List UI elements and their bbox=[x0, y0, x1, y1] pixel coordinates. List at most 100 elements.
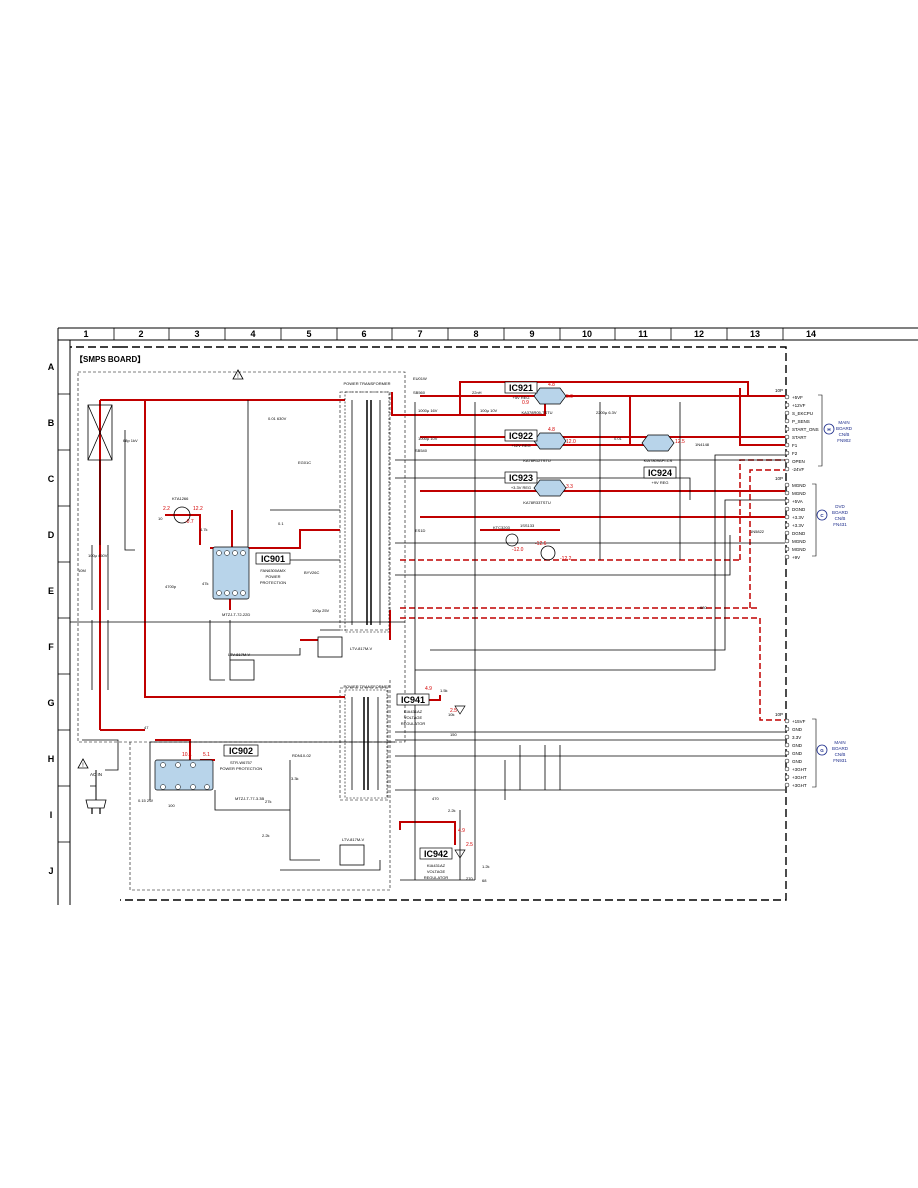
component-label: 47 bbox=[144, 725, 149, 730]
transistor-icon bbox=[173, 506, 191, 524]
row-label: C bbox=[48, 474, 55, 484]
voltage-mark: -0.7 bbox=[185, 519, 194, 525]
component-label: 100µ 25V bbox=[312, 608, 330, 613]
column-label: 3 bbox=[194, 329, 199, 339]
ic921-tag-box bbox=[504, 381, 538, 394]
connector-pin-label: 10P bbox=[775, 388, 783, 393]
voltage-mark: 3.3 bbox=[566, 484, 573, 490]
ic901-desc: PROTECTION bbox=[260, 580, 286, 585]
connector-pin-label: +15VF bbox=[792, 719, 806, 724]
voltage-mark: -12.2 bbox=[560, 556, 572, 562]
row-label: H bbox=[48, 754, 55, 764]
component-label: 47k bbox=[202, 581, 208, 586]
ic923-chip bbox=[533, 479, 567, 497]
connector-pins bbox=[784, 394, 790, 788]
connector-pin-label: +3GHT bbox=[792, 783, 807, 788]
row-label: B bbox=[48, 418, 55, 428]
connector-pin-label: +12VF bbox=[792, 403, 806, 408]
warning-icon: ! bbox=[77, 758, 89, 769]
component-label: 470 bbox=[432, 796, 439, 801]
zener-icon bbox=[454, 705, 466, 715]
connector-pin-label: START_ONS bbox=[792, 427, 819, 432]
board-ref-letter: C bbox=[820, 513, 824, 518]
ic901-tag-box bbox=[255, 552, 291, 565]
component-label: RDN10-02 bbox=[292, 753, 312, 758]
grid-frame bbox=[57, 327, 918, 905]
ic922-chip bbox=[533, 432, 567, 450]
row-label: E bbox=[48, 586, 54, 596]
connector-pin-label: DGND bbox=[792, 531, 806, 536]
column-label: 8 bbox=[473, 329, 478, 339]
column-label: 4 bbox=[250, 329, 255, 339]
board-ref-letter: G bbox=[820, 748, 824, 753]
voltage-mark: -12.6 bbox=[535, 541, 547, 547]
optocoupler-label: LTV-817M-V bbox=[350, 646, 372, 651]
row-label: D bbox=[48, 530, 55, 540]
optocoupler-1: LTV-817M-V bbox=[317, 636, 372, 658]
component-label: 22nH bbox=[472, 390, 482, 395]
ic924-desc: +9V REG bbox=[651, 480, 668, 485]
dest-board-label: BOARD bbox=[832, 510, 849, 515]
transistor-icon bbox=[540, 545, 556, 561]
connector-pin-label: MGND bbox=[792, 539, 806, 544]
ic923-part: KA78R33TSTU bbox=[523, 500, 551, 505]
component-label: 0.15 2W bbox=[138, 798, 153, 803]
component-label: 2.2k bbox=[262, 833, 270, 838]
column-label: 13 bbox=[750, 329, 760, 339]
dest-board-label: BOARD bbox=[832, 746, 849, 751]
ic923-tag-box bbox=[504, 471, 538, 484]
column-label: 9 bbox=[529, 329, 534, 339]
dest-board-label: FN902 bbox=[837, 438, 851, 443]
connector-pin-label: GND bbox=[792, 743, 803, 748]
ic924-part: KIA7809API-CS bbox=[644, 458, 673, 463]
connector-pin-label: +3GHT bbox=[792, 775, 807, 780]
connector-pin-label: -24VF bbox=[792, 467, 805, 472]
component-label: 10k bbox=[448, 712, 454, 717]
connector-pin-label: +3.3V bbox=[792, 523, 804, 528]
voltage-mark: 12.2 bbox=[193, 506, 203, 512]
power-transformer-2: POWER TRANSFORMER bbox=[343, 684, 391, 799]
voltage-mark: 12.5 bbox=[675, 439, 685, 445]
board-ref-marker bbox=[816, 509, 828, 521]
connector-pin-label: GND bbox=[792, 751, 803, 756]
connector-pin-label: +3GHT bbox=[792, 767, 807, 772]
component-label: 0.1 bbox=[278, 521, 284, 526]
optocoupler-3: LTV-817M-V bbox=[339, 837, 364, 866]
ic902-chip bbox=[154, 759, 214, 791]
optocoupler-label: LTV-817M-V bbox=[342, 837, 364, 842]
column-label: 14 bbox=[806, 329, 816, 339]
component-label: 4700p bbox=[165, 584, 177, 589]
component-label: 2200µ 6.3V bbox=[596, 410, 617, 415]
component-label: KTA1266 bbox=[172, 496, 189, 501]
connector-pin-label: DGND bbox=[792, 507, 806, 512]
component-label: 0.01 bbox=[614, 436, 623, 441]
column-label: 10 bbox=[582, 329, 592, 339]
voltage-mark: 4.8 bbox=[548, 382, 555, 388]
column-label: 2 bbox=[138, 329, 143, 339]
ic902-tag: IC902 bbox=[229, 746, 253, 756]
dest-board-label: MAIN bbox=[834, 740, 845, 745]
connector-pin-label: +3.3V bbox=[792, 515, 804, 520]
ic902-desc: POWER PROTECTION bbox=[220, 766, 263, 771]
ic941-desc: VOLTAGE bbox=[404, 715, 423, 720]
row-labels: A B C D E F G H I J bbox=[47, 362, 54, 876]
component-label: SB560 bbox=[413, 390, 426, 395]
component-label: 1.2k bbox=[482, 864, 490, 869]
component-label: 1000µ 10V bbox=[418, 436, 438, 441]
dest-board-label: BOARD bbox=[836, 426, 853, 431]
ac-input-label: AC IN bbox=[90, 772, 102, 777]
column-label: 5 bbox=[306, 329, 311, 339]
optocoupler-2: LTV-817M-V bbox=[228, 652, 255, 681]
voltage-mark: 2.5 bbox=[450, 708, 457, 714]
component-label: EG01C bbox=[298, 460, 311, 465]
connector-pin-label: 3.3V bbox=[792, 735, 801, 740]
component-label: MTZJ-T-77-3.3B bbox=[235, 796, 264, 801]
connector-pin-label: MGND bbox=[792, 483, 806, 488]
component-label: 3.3k bbox=[291, 776, 299, 781]
connector-main-cnh: 10P +15VF GND 3.3V GND GND GND +3GHT +3G… bbox=[775, 712, 849, 788]
column-label: 6 bbox=[361, 329, 366, 339]
connector-dvd-cnd: 10P MGND MGND +5VA DGND +3.3V +3.3V DGND… bbox=[775, 476, 849, 560]
row-label: G bbox=[47, 698, 54, 708]
ic942-part: KIA431AZ bbox=[427, 863, 446, 868]
